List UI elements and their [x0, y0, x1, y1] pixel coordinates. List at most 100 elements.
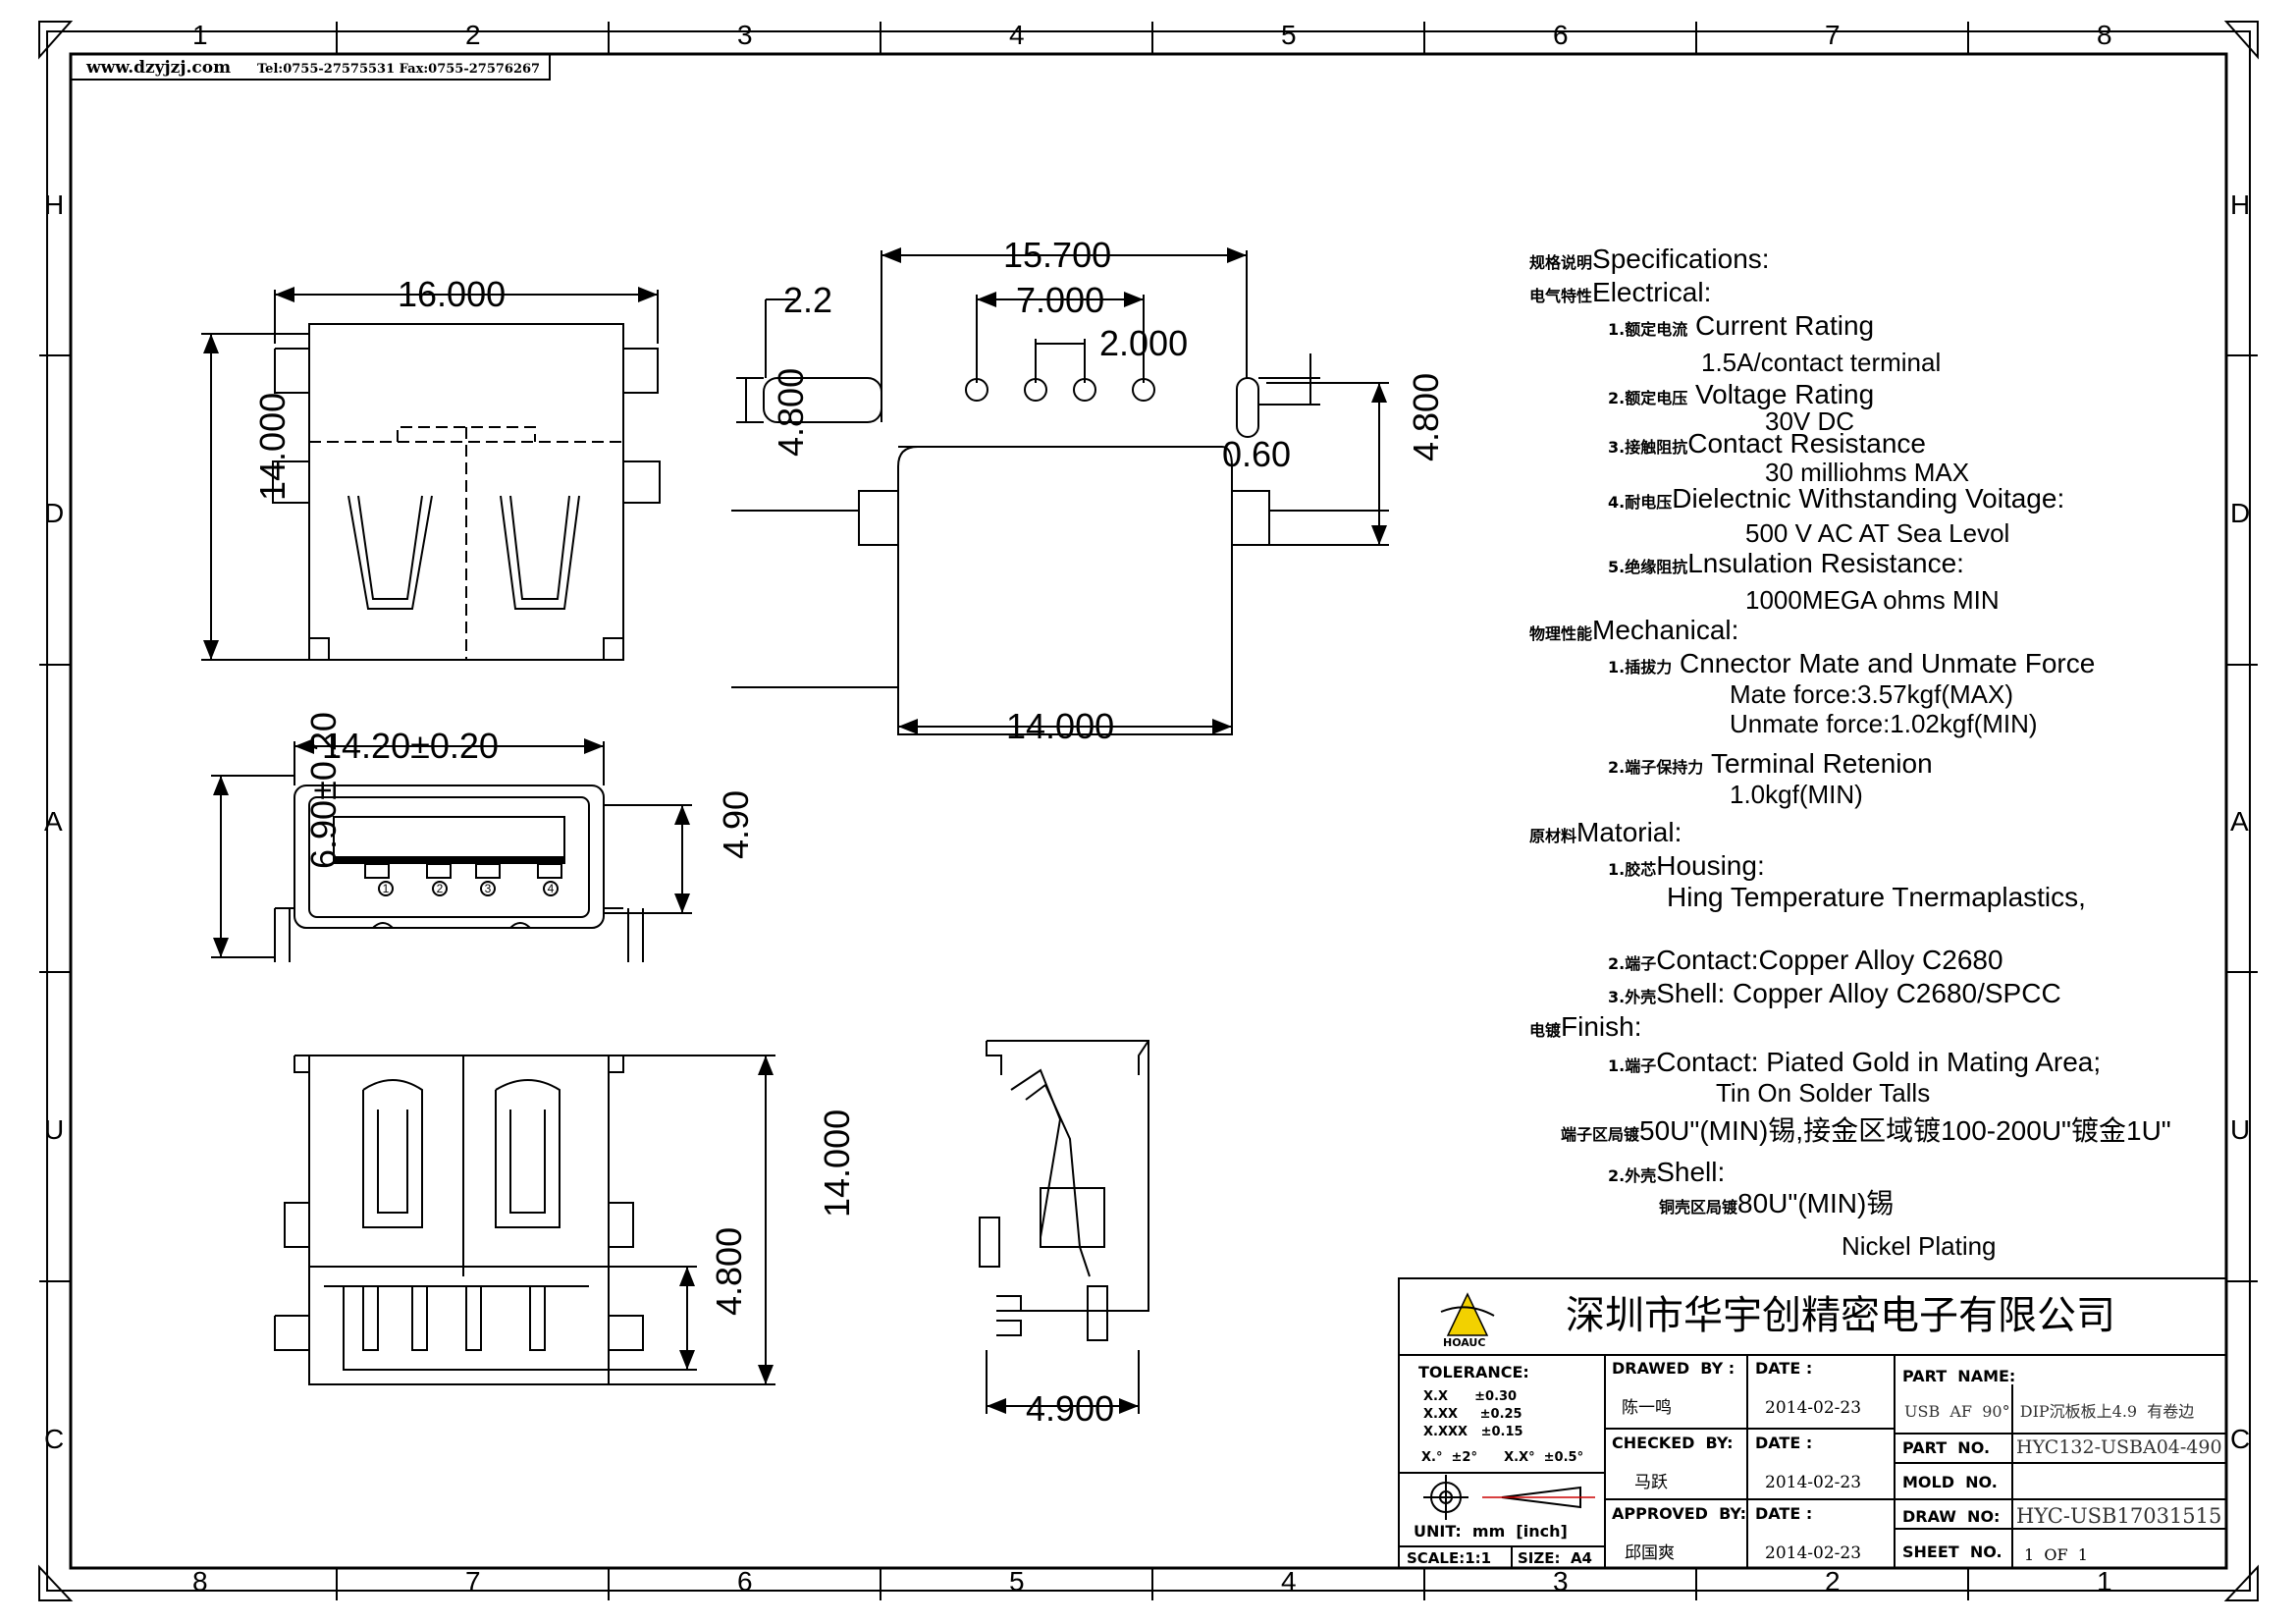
dim-pin-pitch-b: 2.000 [1099, 323, 1188, 363]
spec-6: 3.接触阻抗Contact Resistance [1608, 428, 1927, 459]
date-1: 2014-02-23 [1765, 1398, 1862, 1418]
spec-20: Hing Temperature Tnermaplastics, [1667, 882, 2086, 912]
grid-left-C: C [44, 1424, 64, 1454]
grid-bottom-8: 8 [192, 1566, 208, 1597]
sheet-no: 1 OF 1 [2024, 1545, 2088, 1564]
draw-no-label: DRAW NO: [1902, 1507, 2001, 1526]
grid-left-U: U [44, 1114, 64, 1145]
grid-bottom-1: 1 [2097, 1566, 2112, 1597]
grid-right-C: C [2230, 1424, 2250, 1454]
spec-2: 1.额定电流 Current Rating [1608, 310, 1875, 341]
pcb-layout-view [731, 247, 1389, 735]
spec-21: 2.端子Contact:Copper Alloy C2680 [1608, 945, 2003, 975]
unit-label: UNIT: mm [inch] [1414, 1522, 1568, 1541]
tolerance-angle: X.° ±2° X.X° ±0.5° [1421, 1450, 1584, 1465]
outer-border [46, 30, 2251, 1592]
tolerance-label: TOLERANCE: [1418, 1363, 1529, 1381]
grid-top-1: 1 [192, 20, 208, 50]
grid-top-8: 8 [2097, 20, 2112, 50]
approved-by-label: APPROVED BY: [1612, 1504, 1746, 1523]
inner-border [69, 52, 2228, 1570]
grid-left-D: D [44, 498, 64, 528]
date-label-3: DATE : [1755, 1504, 1813, 1523]
scale-label: SCALE:1:1 [1407, 1549, 1492, 1567]
grid-bottom-3: 3 [1553, 1566, 1569, 1597]
date-label-2: DATE : [1755, 1434, 1813, 1452]
grid-right-H: H [2230, 189, 2250, 220]
grid-top-3: 3 [737, 20, 753, 50]
spec-26: 端子区局镀50U"(MIN)锡,接金区域镀100-200U"镀金1U" [1561, 1115, 2171, 1146]
dim-pin-span: 15.700 [1003, 235, 1111, 275]
header-website: www.dzyjzj.com [85, 58, 231, 78]
bottom-view [274, 1055, 775, 1385]
corner-mark-tl [38, 21, 74, 60]
grid-bottom-2: 2 [1825, 1566, 1841, 1597]
dim-slot-h: 4.800 [771, 368, 811, 457]
dim-slot-w: 2.2 [783, 280, 832, 320]
spec-1: 电气特性Electrical: [1529, 277, 1712, 307]
dim-pin-pitch-a: 7.000 [1016, 280, 1104, 320]
mold-no-label: MOLD NO. [1902, 1473, 1998, 1491]
sheet-no-label: SHEET NO. [1902, 1543, 2002, 1561]
front-view [201, 287, 661, 661]
spec-17: 1.0kgf(MIN) [1730, 780, 1863, 809]
dim-bottom-height: 14.000 [817, 1110, 857, 1218]
checked-by: 马跃 [1634, 1473, 1668, 1492]
dim-slot-r: 0.60 [1222, 434, 1291, 474]
tolerance-xxxx: X.XXX ±0.15 [1423, 1425, 1523, 1439]
part-name-label: PART NAME: [1902, 1367, 2016, 1385]
dim-bottom-pin: 4.800 [709, 1227, 749, 1316]
header-contact: Tel:0755-27575531 Fax:0755-27576267 [257, 62, 540, 77]
company-name: 深圳市华宇创精密电子有限公司 [1566, 1293, 2115, 1338]
spec-8: 4.耐电压Dielectnic Withstanding Voitage: [1608, 483, 2065, 514]
spec-28: 铜壳区局镀80U"(MIN)锡 [1659, 1188, 1895, 1218]
spec-25: Tin On Solder Talls [1716, 1078, 1931, 1108]
spec-15: Unmate force:1.02kgf(MIN) [1730, 709, 2038, 738]
dim-face-width: 14.20±0.20 [322, 726, 499, 766]
grid-top-4: 4 [1009, 20, 1025, 50]
spec-18: 原材料Matorial: [1529, 817, 1682, 847]
dim-front-height: 14.000 [252, 393, 293, 501]
side-view [979, 1040, 1149, 1414]
spec-16: 2.端子保持力 Terminal Retenion [1608, 748, 1933, 779]
grid-right-U: U [2230, 1114, 2250, 1145]
dim-body-width: 14.000 [1006, 706, 1114, 746]
spec-24: 1.端子Contact: Piated Gold in Mating Area; [1608, 1047, 2102, 1077]
spec-7: 30 milliohms MAX [1765, 458, 1970, 487]
part-name: USB AF 90° DIP沉板板上4.9 有卷边 [1904, 1402, 2195, 1421]
drawn-by-label: DRAWED BY : [1612, 1359, 1735, 1378]
spec-5: 30V DC [1765, 406, 1855, 436]
grid-right-D: D [2230, 498, 2250, 528]
grid-bottom-4: 4 [1281, 1566, 1297, 1597]
title-block [1398, 1277, 2227, 1569]
spec-19: 1.胶芯Housing: [1608, 850, 1765, 881]
grid-bottom-5: 5 [1009, 1566, 1025, 1597]
spec-11: 1000MEGA ohms MIN [1745, 585, 2000, 615]
dim-face-height: 6.90±0.20 [303, 712, 344, 869]
spec-3: 1.5A/contact terminal [1701, 348, 1942, 377]
checked-by-label: CHECKED BY: [1612, 1434, 1734, 1452]
dim-slot-h2: 4.800 [1406, 373, 1446, 461]
corner-mark-tr [2223, 21, 2259, 60]
draw-no: HYC-USB17031515 [2016, 1504, 2222, 1528]
pin-label-3: 3 [485, 882, 492, 895]
spec-23: 电镀Finish: [1529, 1011, 1642, 1042]
spec-13: 1.插拔力 Cnnector Mate and Unmate Force [1608, 648, 2096, 678]
tolerance-xx: X.X ±0.30 [1423, 1389, 1518, 1404]
grid-ticks [39, 22, 2258, 1600]
approved-by: 邱国爽 [1625, 1543, 1675, 1563]
grid-left-A: A [44, 806, 63, 837]
date-3: 2014-02-23 [1765, 1543, 1862, 1563]
dim-port-height: 4.90 [716, 790, 756, 859]
grid-right-A: A [2230, 806, 2249, 837]
spec-9: 500 V AC AT Sea Levol [1745, 518, 2010, 548]
date-2: 2014-02-23 [1765, 1473, 1862, 1492]
grid-bottom-7: 7 [465, 1566, 481, 1597]
pin-label-4: 4 [548, 882, 555, 895]
spec-12: 物理性能Mechanical: [1529, 615, 1739, 645]
header-box [70, 53, 551, 81]
drawn-by: 陈一鸣 [1622, 1398, 1672, 1418]
grid-top-5: 5 [1281, 20, 1297, 50]
spec-10: 5.绝缘阻抗Lnsulation Resistance: [1608, 548, 1964, 578]
